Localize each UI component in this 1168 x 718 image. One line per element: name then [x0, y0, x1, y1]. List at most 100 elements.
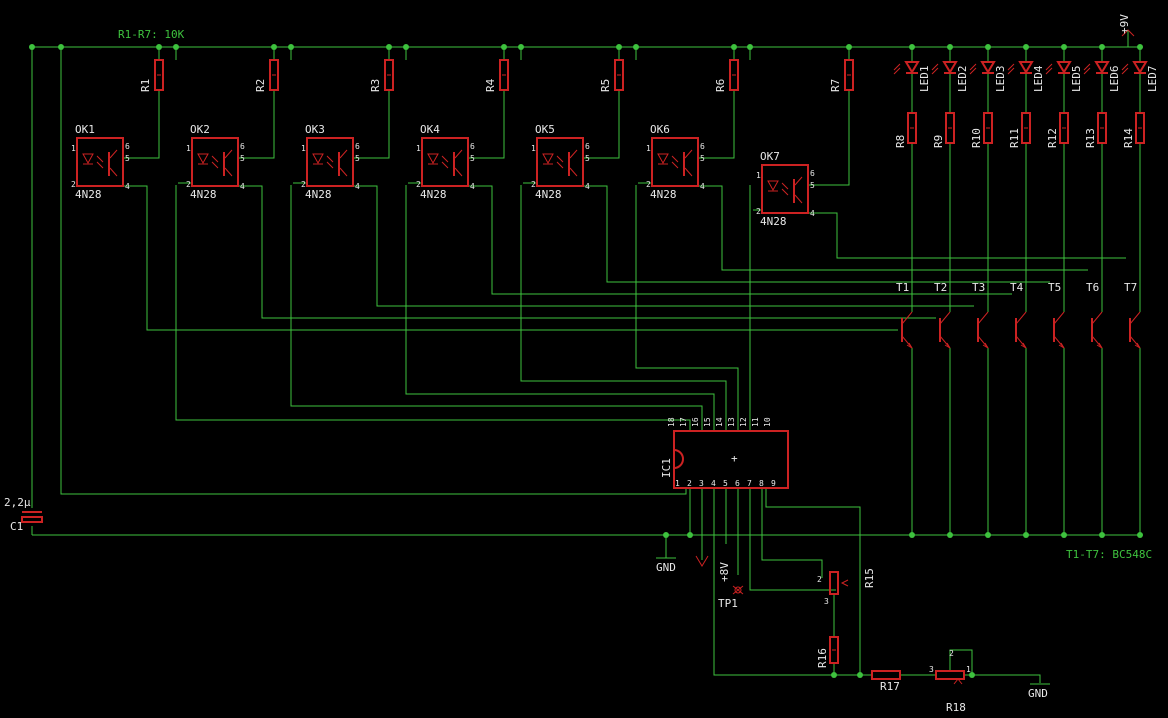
transistor-t6-arrow-icon — [1096, 342, 1103, 349]
opto-pin: 6 — [700, 142, 705, 151]
wire — [949, 649, 973, 675]
opto-pin: 1 — [71, 144, 76, 153]
label-t2: T2 — [934, 281, 947, 294]
label-r8: R8 — [894, 135, 907, 148]
junction-dot — [985, 44, 991, 50]
opto-led-icon — [427, 153, 439, 165]
pot-r18 — [935, 670, 965, 680]
junction-dot — [271, 44, 277, 50]
led-2-icon — [942, 61, 958, 74]
junction-dot — [909, 44, 915, 50]
ic1-bottom-pin: 8 — [759, 479, 764, 488]
opto5-to-ic — [520, 185, 727, 431]
opto-pin: 6 — [470, 142, 475, 151]
resistor-r12 — [1059, 112, 1069, 144]
opto-pin: 2 — [646, 180, 651, 189]
transistor-t1-arrow-icon — [906, 342, 913, 349]
tp1-voltage-label: +8V — [718, 562, 731, 582]
supply-9v-label: +9V — [1118, 14, 1131, 34]
base-route-1 — [123, 185, 898, 331]
led-3-rays-icon — [969, 63, 977, 75]
ic1-top-pin: 16 — [691, 417, 700, 427]
optocoupler-ok5 — [536, 137, 584, 187]
r18-pin3-label: 3 — [929, 665, 934, 674]
ic1-top-pin: 15 — [703, 417, 712, 427]
wire — [761, 488, 823, 578]
resistor-r6 — [729, 59, 739, 91]
junction-dot — [616, 44, 622, 50]
wire — [353, 90, 390, 159]
label-r9: R9 — [932, 135, 945, 148]
opto-pin: 4 — [470, 182, 475, 191]
ic1-top-pin: 13 — [727, 417, 736, 427]
r1-r7-value-note: R1-R7: 10K — [118, 28, 185, 41]
labels-layer: R1-R7: 10K T1-T7: BC548C +9V GND GND TP1… — [4, 14, 1152, 714]
wires-layer — [29, 30, 1143, 685]
label-t6: T6 — [1086, 281, 1099, 294]
led-4-icon — [1018, 61, 1034, 74]
opto-pin: 2 — [416, 180, 421, 189]
ic1-bottom-pin: 4 — [711, 479, 716, 488]
label-t4: T4 — [1010, 281, 1024, 294]
label-ok2: OK2 — [190, 123, 210, 136]
ic1-bottom-pin: 2 — [687, 479, 692, 488]
junction-dot — [687, 532, 693, 538]
opto-transistor-legs — [109, 149, 118, 177]
opto-pin: 1 — [186, 144, 191, 153]
transistor-t4-arrow-icon — [1020, 342, 1027, 349]
type-ok5: 4N28 — [535, 188, 562, 201]
ic1-bottom-pin: 5 — [723, 479, 728, 488]
resistor-r5 — [614, 59, 624, 91]
opto-pin: 4 — [240, 182, 245, 191]
ic1-top-pin: 17 — [679, 417, 688, 427]
wire — [468, 90, 505, 159]
junction-dot — [1023, 44, 1029, 50]
r18-pin1-label: 1 — [966, 665, 971, 674]
label-led-4: LED4 — [1032, 65, 1045, 92]
transistor-t7-legs — [1129, 311, 1141, 349]
opto-pin: 5 — [700, 154, 705, 163]
resistor-r7 — [844, 59, 854, 91]
resistor-r17 — [871, 670, 901, 680]
opto-pin: 1 — [416, 144, 421, 153]
label-r12: R12 — [1046, 128, 1059, 148]
wire — [123, 90, 160, 159]
resistor-r4 — [499, 59, 509, 91]
r16-label: R16 — [816, 648, 829, 668]
transistor-t2-legs — [939, 311, 951, 349]
transistor-t7-arrow-icon — [1134, 342, 1141, 349]
opto-led-icon — [312, 153, 324, 165]
opto-pin: 1 — [756, 171, 761, 180]
junction-dot — [663, 532, 669, 538]
junction-dot — [1137, 532, 1143, 538]
gnd-right-label: GND — [1028, 687, 1048, 700]
type-ok2: 4N28 — [190, 188, 217, 201]
resistor-r11 — [1021, 112, 1031, 144]
junction-dot — [1099, 532, 1105, 538]
junction-dot — [1099, 44, 1105, 50]
ic1-bottom-pin: 1 — [675, 479, 680, 488]
opto-pin: 2 — [301, 180, 306, 189]
ic1-top-pin: 12 — [739, 417, 748, 427]
opto-pin: 2 — [531, 180, 536, 189]
opto-pin: 1 — [531, 144, 536, 153]
base-route-6 — [698, 185, 1088, 271]
resistor-r13 — [1097, 112, 1107, 144]
opto-transistor-legs — [684, 149, 693, 177]
label-r3: R3 — [369, 79, 382, 92]
led-5-rays-icon — [1045, 63, 1053, 75]
opto-pin: 5 — [125, 154, 130, 163]
led-5-icon — [1056, 61, 1072, 74]
ic1-center-mark: + — [731, 452, 738, 465]
resistor-r3 — [384, 59, 394, 91]
tp1-label: TP1 — [718, 597, 738, 610]
led-1-rays-icon — [893, 63, 901, 75]
opto-transistor-legs — [224, 149, 233, 177]
gnd-left-label: GND — [656, 561, 676, 574]
label-t1: T1 — [896, 281, 909, 294]
junction-dot — [58, 44, 64, 50]
opto-light-arrows-icon — [441, 155, 449, 169]
opto-pin: 5 — [470, 154, 475, 163]
opto-light-arrows-icon — [556, 155, 564, 169]
